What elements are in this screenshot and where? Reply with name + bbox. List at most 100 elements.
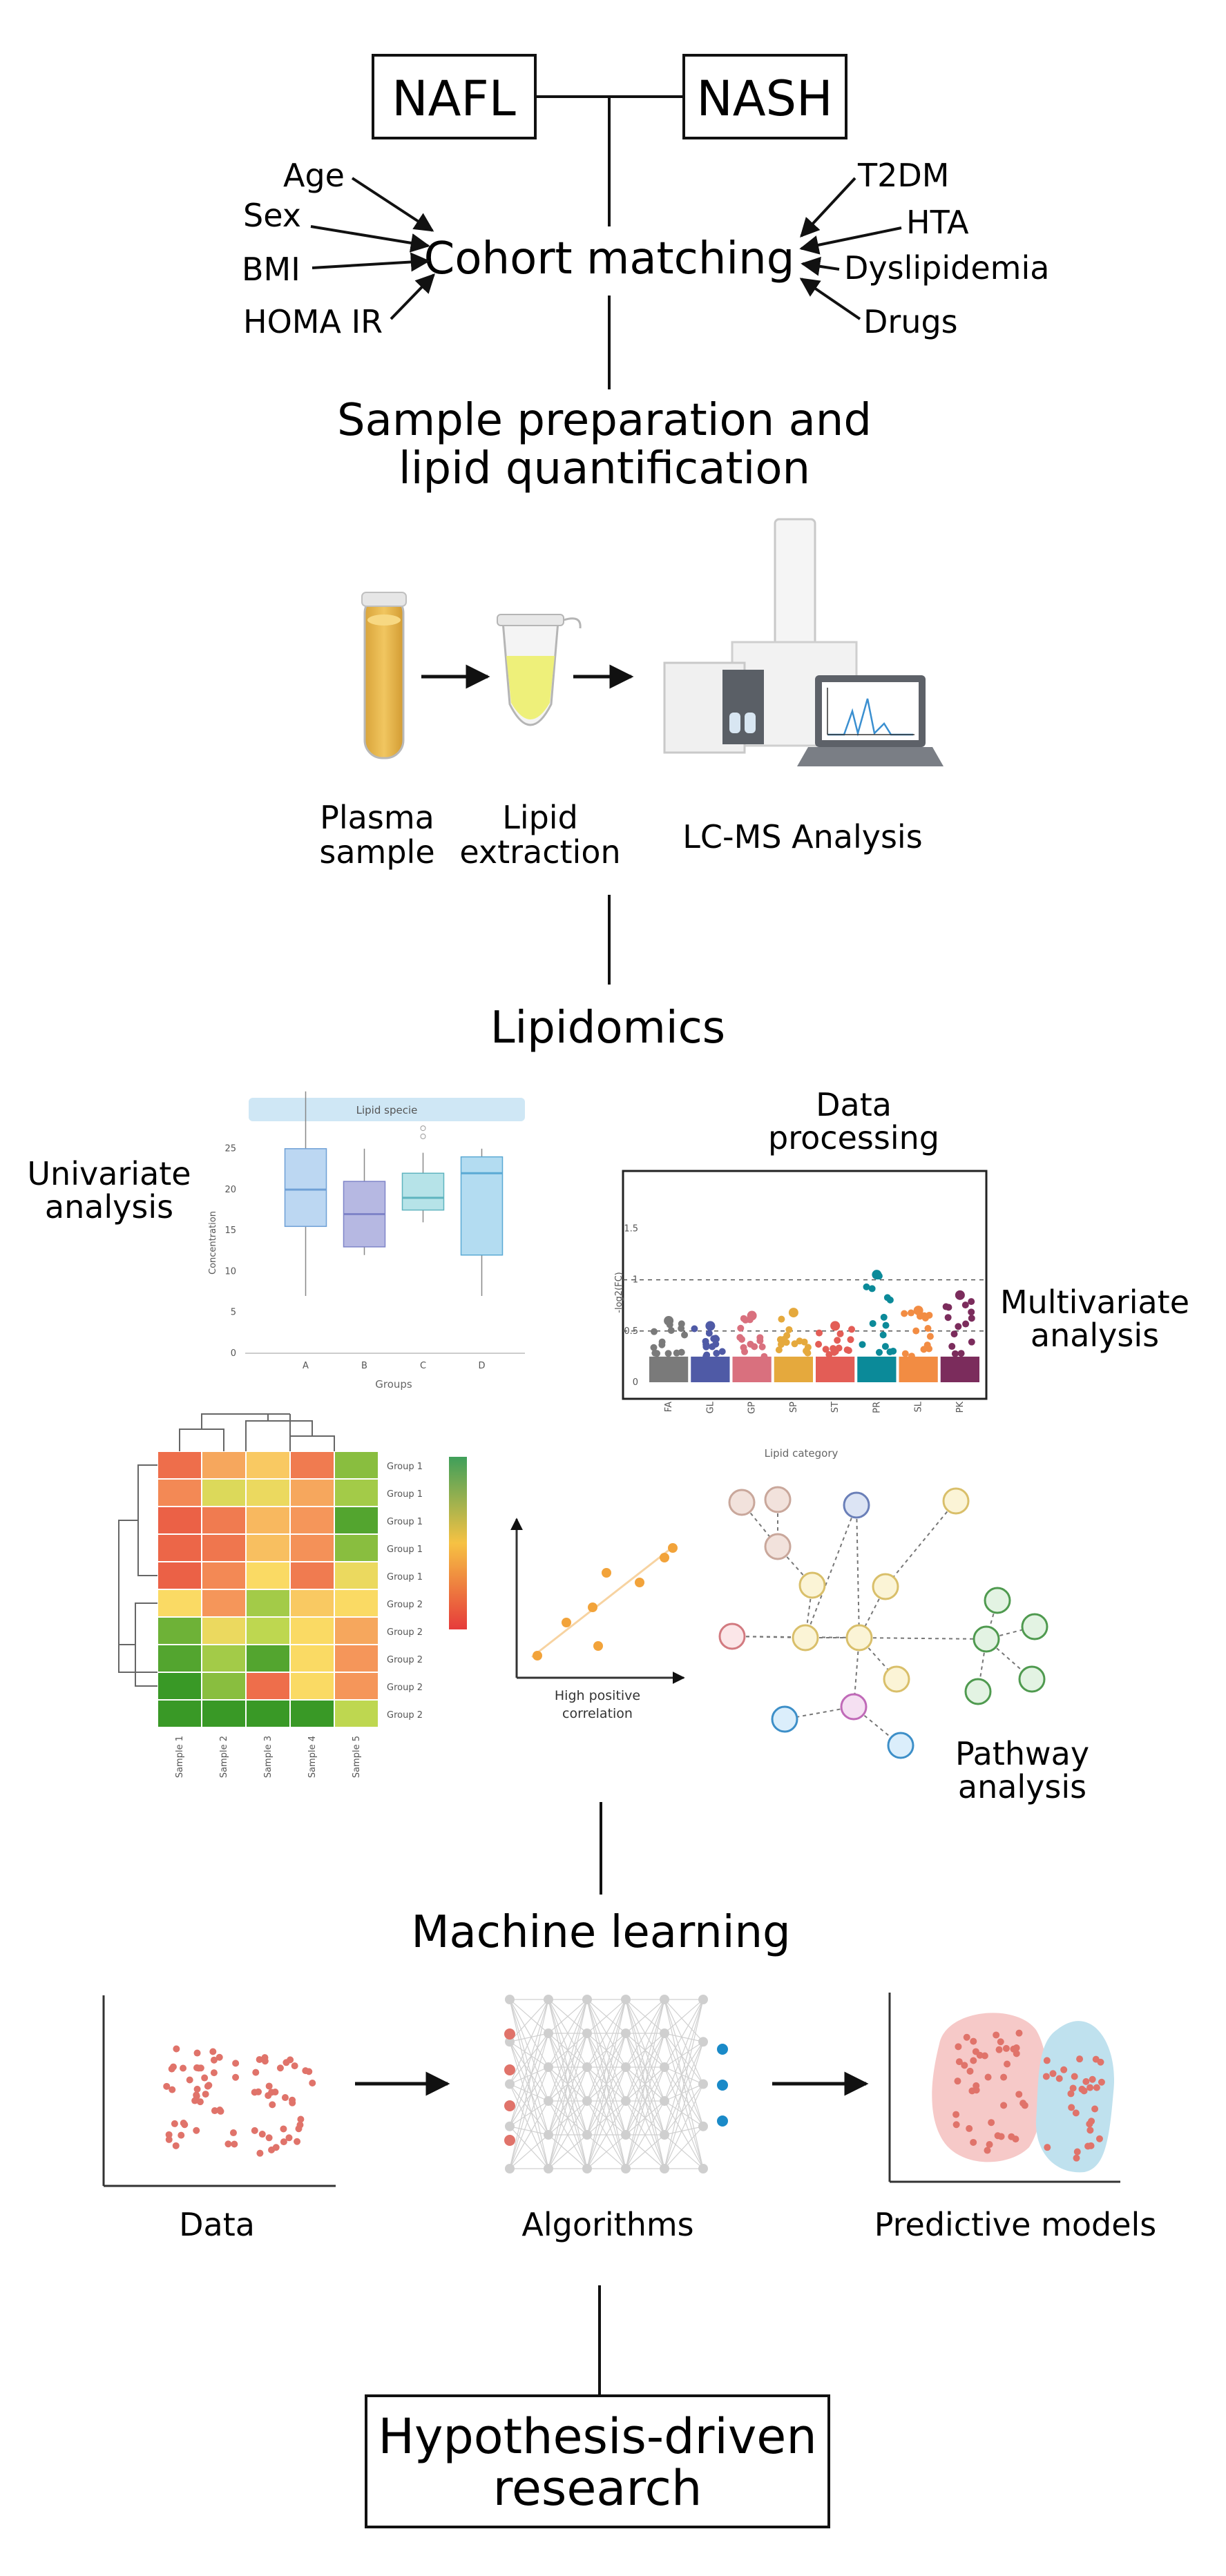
nn-edge <box>625 1999 665 2136</box>
nn-edge <box>664 2033 704 2042</box>
arrow-drugs <box>799 278 861 320</box>
data-point <box>210 2056 218 2064</box>
heatmap-cell <box>245 1699 291 1728</box>
nn-node <box>582 2028 592 2038</box>
lipid-point <box>830 1348 838 1356</box>
pathway-edge <box>805 1504 857 1638</box>
cluster-point-pink <box>966 2067 974 2075</box>
data-point <box>191 2097 199 2104</box>
cluster-point-pink <box>1000 2102 1008 2109</box>
step-lcms-label: LC-MS Analysis <box>682 818 922 855</box>
heatmap-cell <box>245 1589 291 1618</box>
lipid-point <box>736 1334 744 1342</box>
data-point <box>180 2064 187 2072</box>
pathway-node <box>964 1678 992 1705</box>
cluster-point-pink <box>995 2046 1003 2053</box>
data-point <box>210 2069 218 2077</box>
arrow-homa <box>390 273 435 320</box>
heatmap-cell <box>245 1533 291 1562</box>
heatmap-cell <box>201 1644 247 1673</box>
data-point <box>205 2082 213 2089</box>
heatmap-row-label: Group 1 <box>387 1572 423 1582</box>
nn-edge <box>509 2100 549 2169</box>
box-plot: Lipid specie Concentration Groups 051015… <box>208 1091 525 1391</box>
lipid-point <box>869 1319 877 1327</box>
pathway-node <box>973 1625 1000 1653</box>
lipid-point <box>886 1348 894 1355</box>
data-point <box>193 2049 201 2057</box>
nn-node <box>505 2079 515 2089</box>
heatmap-cell <box>334 1506 379 1535</box>
heatmap-cell <box>334 1533 379 1562</box>
lipid-point <box>702 1353 710 1360</box>
factor-dyslipidemia: Dyslipidemia <box>844 249 1049 287</box>
data-point <box>195 2064 202 2072</box>
data-point <box>252 2069 260 2076</box>
sample-prep-title-1: Sample preparation and <box>337 395 872 446</box>
data-point <box>202 2091 209 2098</box>
heatmap-cell <box>201 1478 247 1507</box>
lipid-point <box>942 1303 950 1310</box>
data-point <box>196 2098 204 2106</box>
nn-node <box>544 2062 553 2072</box>
nn-edge <box>586 1999 626 2034</box>
box-rect <box>401 1172 445 1211</box>
nn-edge <box>509 1999 549 2127</box>
nn-node <box>621 2130 631 2140</box>
heatmap-cell <box>157 1616 202 1645</box>
lipid-point <box>950 1330 958 1338</box>
cluster-point-blue <box>1086 2127 1094 2134</box>
data-point <box>232 2060 240 2067</box>
cluster-point-blue <box>1072 2109 1080 2117</box>
nash-box <box>682 54 847 139</box>
cluster-point-blue <box>1073 2154 1080 2162</box>
nn-edge <box>509 2084 549 2169</box>
factor-sex: Sex <box>243 197 301 234</box>
heatmap-cell <box>334 1478 379 1507</box>
box-rect <box>284 1147 327 1228</box>
nn-edge <box>664 2126 704 2169</box>
heatmap-cell <box>157 1589 202 1618</box>
nn-edge <box>586 1999 626 2102</box>
lipid-point <box>678 1320 685 1328</box>
correlation-point <box>635 1578 644 1587</box>
cluster-point-pink <box>961 2062 968 2069</box>
cluster-point-blue <box>1043 2057 1051 2064</box>
lipid-point-max <box>747 1310 757 1321</box>
nn-node <box>582 2096 592 2106</box>
cluster-point-pink <box>955 2043 962 2051</box>
lipid-point <box>912 1327 920 1335</box>
cluster-point-blue <box>1076 2055 1084 2063</box>
cluster-point-pink <box>997 2133 1005 2140</box>
nn-node <box>660 1995 669 2004</box>
category-band <box>857 1356 897 1382</box>
manhattan-ytick: 1.5 <box>624 1223 638 1234</box>
data-point <box>280 2125 287 2133</box>
cluster-point-blue <box>1095 2135 1103 2142</box>
manhattan-xtick: PR <box>872 1402 882 1413</box>
ml-data-plot <box>102 1995 336 2187</box>
category-band <box>774 1356 813 1382</box>
nn-node <box>505 1995 515 2004</box>
lipid-point <box>944 1314 952 1321</box>
cluster-point-pink <box>955 2058 963 2066</box>
lipid-point-max <box>705 1321 716 1331</box>
heatmap-row-label: Group 2 <box>387 1600 423 1610</box>
lipid-point <box>791 1340 798 1348</box>
cluster-point-pink <box>954 2078 961 2085</box>
nn-edge <box>548 1999 588 2102</box>
cluster-point-blue <box>1093 2084 1100 2091</box>
box-plot-ytick: 5 <box>231 1308 236 1318</box>
cluster-point-pink <box>1015 2091 1023 2098</box>
univariate-line1: Univariate <box>27 1155 191 1192</box>
nn-edge <box>548 1999 588 2034</box>
ml-models-label: Predictive models <box>874 2206 1157 2243</box>
heatmap-left-dendrogram <box>118 1464 157 1687</box>
heatmap-row-label: Group 1 <box>387 1544 423 1555</box>
nn-edge <box>625 2100 665 2169</box>
box-plot-xtick: C <box>420 1361 426 1371</box>
lipid-point <box>962 1320 970 1328</box>
heatmap-row-label: Group 2 <box>387 1710 423 1721</box>
pathway-node <box>764 1533 792 1560</box>
sample-prep-title-2: lipid quantification <box>399 443 810 494</box>
